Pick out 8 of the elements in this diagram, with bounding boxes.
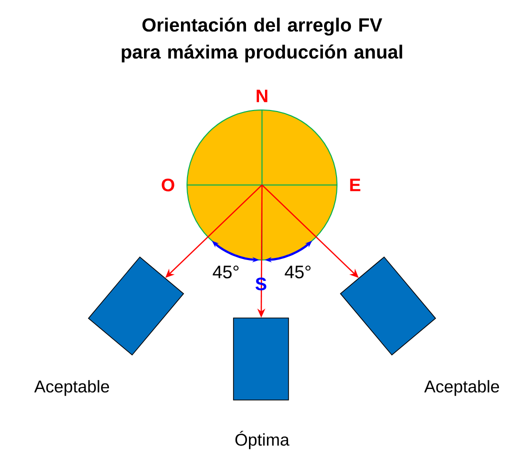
compass-circle	[186, 110, 338, 260]
solar-panel	[233, 318, 289, 400]
panel-caption: Óptima	[235, 430, 290, 450]
panel-caption: Aceptable	[34, 380, 110, 396]
panel-caption: Aceptable	[424, 380, 500, 396]
title: Orientación del arreglo FV para máxima producción anual	[122, 18, 402, 62]
angle-label: 45°	[212, 266, 239, 278]
angle-label: 45°	[284, 266, 311, 278]
